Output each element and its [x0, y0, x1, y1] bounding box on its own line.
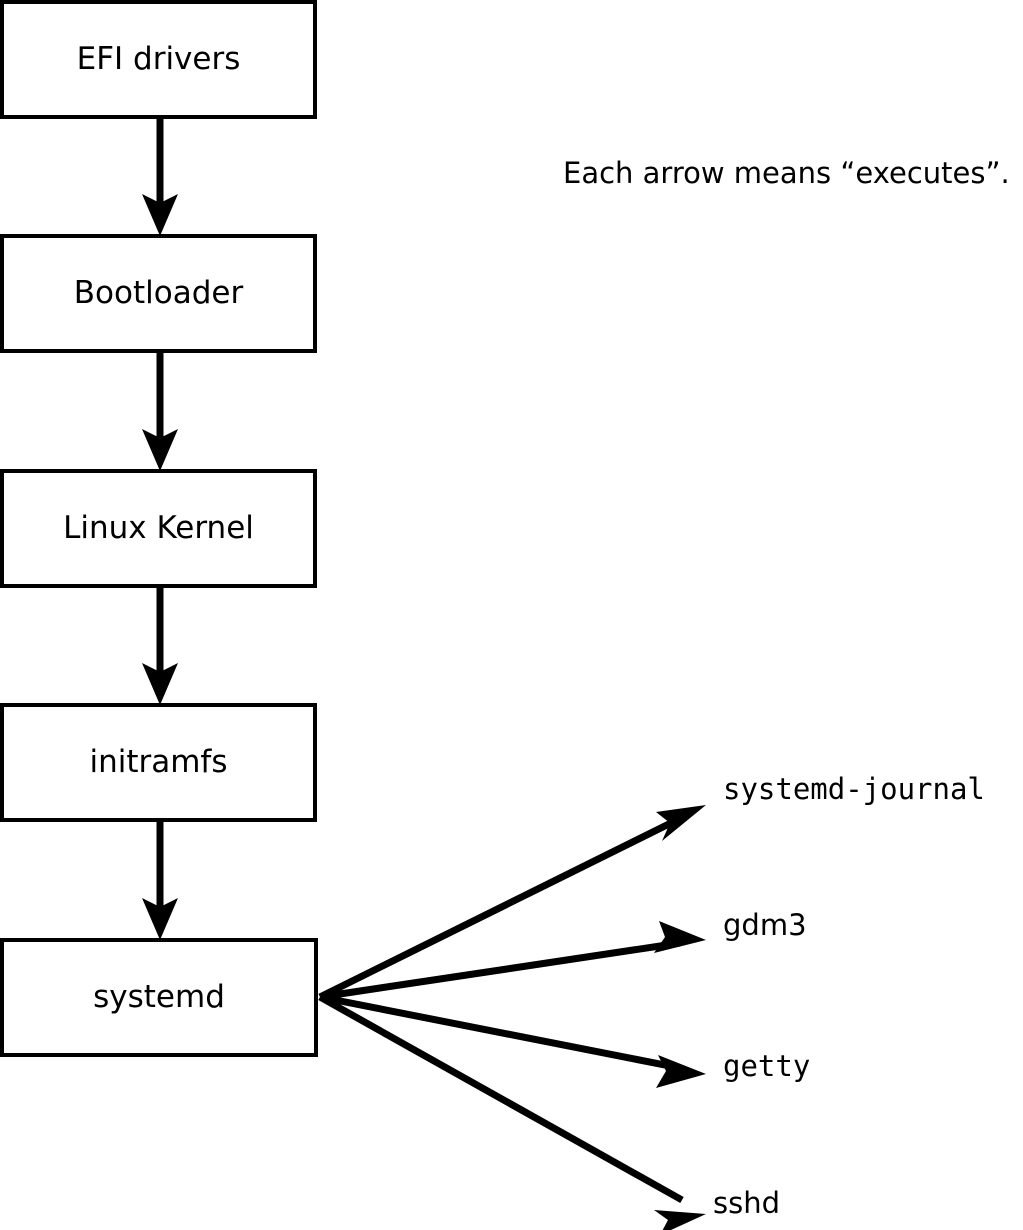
stage-box-linux-kernel[interactable]: Linux Kernel	[0, 469, 317, 588]
fanout-arrow-getty	[319, 993, 706, 1088]
stage-label-efi-drivers: EFI drivers	[76, 41, 241, 77]
stage-box-efi-drivers[interactable]: EFI drivers	[0, 0, 317, 119]
fanout-arrow-sshd	[318, 993, 706, 1230]
stage-box-systemd[interactable]: systemd	[0, 938, 318, 1057]
chain-arrow-efi-to-bootloader	[142, 119, 178, 236]
stage-label-linux-kernel: Linux Kernel	[63, 510, 254, 546]
stage-label-systemd: systemd	[93, 979, 225, 1015]
service-label-systemd-journal: systemd-journal	[723, 772, 985, 806]
service-label-gdm3: gdm3	[723, 908, 807, 942]
service-label-getty: getty	[723, 1049, 811, 1083]
legend-caption: Each arrow means “executes”.	[563, 156, 1010, 190]
service-label-sshd: sshd	[713, 1186, 781, 1220]
chain-arrow-bootloader-to-kernel	[142, 353, 178, 471]
stage-box-bootloader[interactable]: Bootloader	[0, 234, 317, 353]
chain-arrow-initramfs-to-systemd	[142, 822, 178, 940]
stage-label-bootloader: Bootloader	[73, 275, 244, 311]
stage-box-initramfs[interactable]: initramfs	[0, 703, 317, 822]
stage-label-initramfs: initramfs	[89, 744, 228, 780]
fanout-arrow-gdm3	[319, 921, 706, 1001]
fanout-arrow-systemd-journal	[318, 805, 706, 1001]
chain-arrow-kernel-to-initramfs	[142, 588, 178, 705]
